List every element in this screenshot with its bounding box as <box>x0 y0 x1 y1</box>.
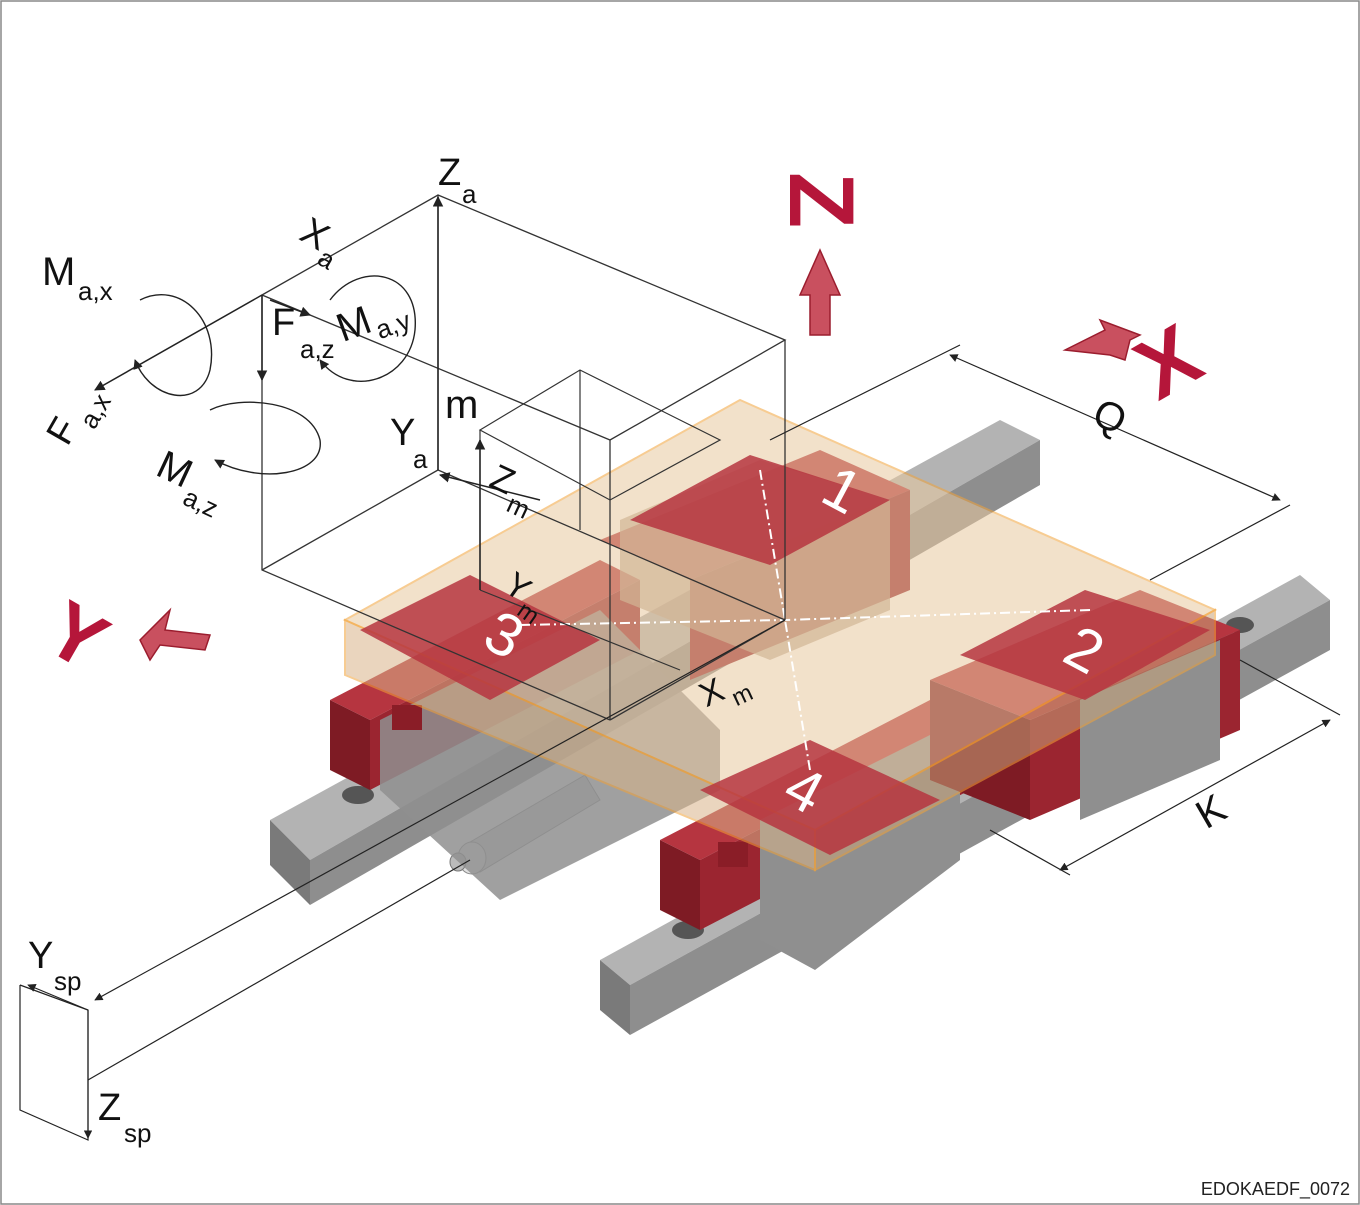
fay-arrow <box>269 299 311 317</box>
y-direction-arrow <box>139 607 212 662</box>
svg-text:F: F <box>272 302 295 344</box>
label-ya: Y a <box>390 412 428 474</box>
label-m: m <box>445 383 478 427</box>
x-direction-arrow <box>1062 318 1142 361</box>
label-max: M a,x <box>42 250 113 306</box>
label-zsp: Z sp <box>98 1087 151 1148</box>
drawing-code: EDOKAEDF_0072 <box>1201 1179 1350 1200</box>
z-direction-arrow <box>798 248 842 336</box>
dimension-q <box>769 344 1291 581</box>
svg-text:a: a <box>462 179 477 209</box>
svg-text:a: a <box>413 444 428 474</box>
dimension-k <box>989 659 1341 876</box>
axis-z-label: Z <box>770 172 872 228</box>
svg-text:a,z: a,z <box>300 334 335 364</box>
svg-text:Y: Y <box>390 412 415 454</box>
svg-text:sp: sp <box>54 966 81 996</box>
spindle-reference <box>19 619 786 1141</box>
zm-arrow <box>438 472 541 501</box>
carriage-1-top <box>630 455 890 565</box>
svg-text:sp: sp <box>124 1118 151 1148</box>
label-za: Z a <box>438 152 477 209</box>
svg-text:Z: Z <box>438 152 461 194</box>
fax-arrow <box>94 294 263 391</box>
svg-text:M: M <box>42 250 75 294</box>
label-faz: F a,z <box>272 302 335 364</box>
svg-text:a,x: a,x <box>78 276 113 306</box>
carriage-3-top <box>360 575 600 700</box>
label-ysp: Y sp <box>28 935 81 996</box>
carriage-2-top <box>960 590 1210 700</box>
svg-text:Y: Y <box>28 935 53 977</box>
carriage-4-top <box>700 740 940 855</box>
moment-circles <box>133 275 416 475</box>
svg-text:Z: Z <box>98 1087 121 1129</box>
